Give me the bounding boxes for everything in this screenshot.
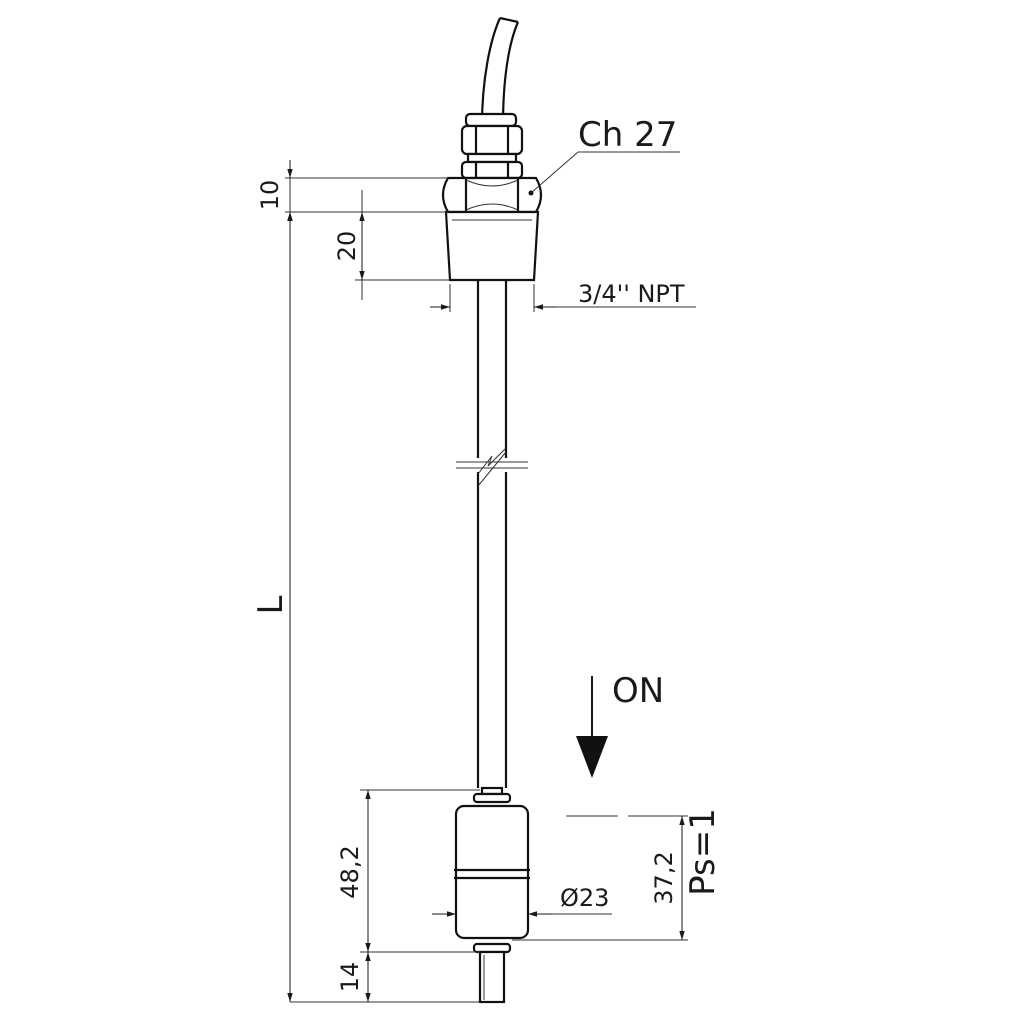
dim-thread: 3/4'' NPT	[430, 280, 696, 312]
cable	[480, 16, 520, 126]
hex-size-label: Ch 27	[578, 115, 677, 155]
cable-gland	[460, 112, 524, 180]
dim-diameter-23: Ø23	[432, 884, 612, 917]
dim-L: L	[251, 212, 293, 1002]
float	[454, 786, 530, 1004]
dim-10-label: 10	[256, 180, 284, 211]
dim-48-2: 48,2	[336, 789, 480, 953]
dim-10: 10	[256, 160, 448, 230]
npt-thread	[444, 210, 540, 282]
ps-label: Ps=1	[683, 808, 723, 896]
dim-14-label: 14	[336, 962, 364, 993]
dim-20-label: 20	[333, 231, 361, 262]
dim-48-2-label: 48,2	[336, 845, 364, 898]
thread-label: 3/4'' NPT	[578, 280, 685, 308]
leader-ch27: Ch 27	[530, 115, 680, 194]
dim-14: 14	[290, 952, 480, 1003]
dim-37-2-label: 37,2	[650, 851, 678, 904]
hex-nut-ch27	[441, 176, 543, 214]
on-label: ON	[612, 671, 664, 711]
dim-20: 20	[333, 190, 450, 300]
dim-L-label: L	[251, 595, 291, 614]
stem-tube	[456, 280, 528, 788]
dim-diameter-label: Ø23	[560, 884, 609, 912]
dim-switch-point: 37,2 Ps=1	[512, 808, 723, 941]
on-arrow: ON	[576, 671, 664, 778]
